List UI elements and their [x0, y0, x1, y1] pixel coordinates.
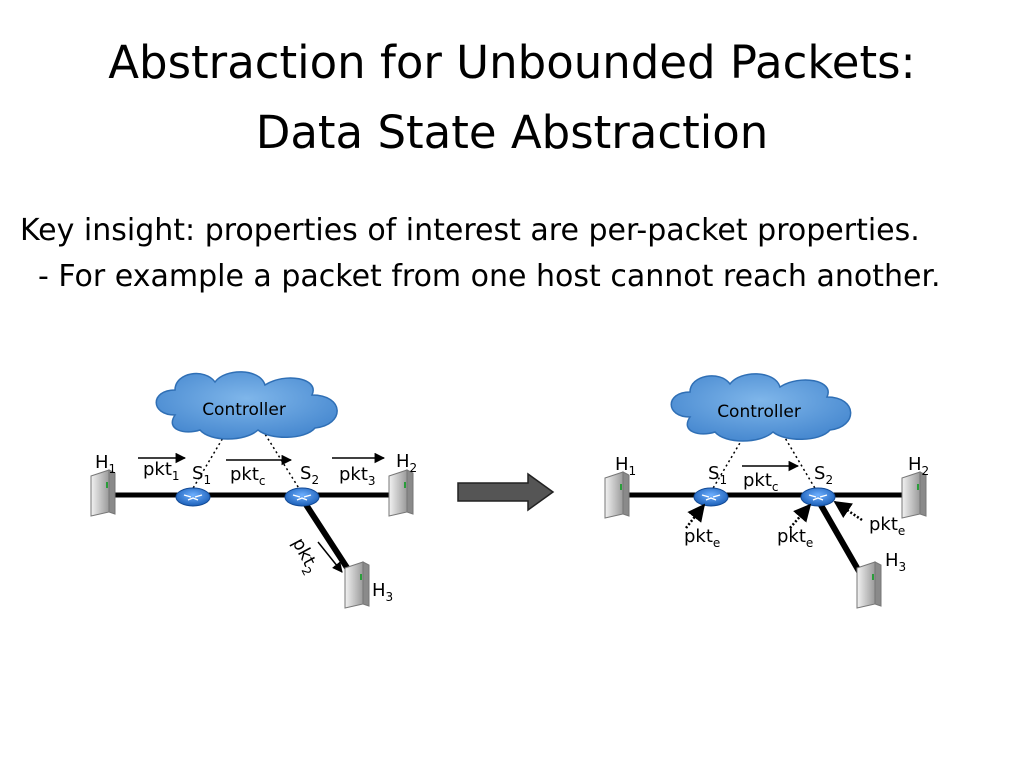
right-host-h3-server-icon — [856, 561, 882, 609]
right-pktc-label: pktc — [743, 470, 779, 494]
left-host-h2-label: H2 — [396, 451, 417, 475]
right-switch-s2-router-icon — [800, 487, 836, 507]
right-pkte-s2-right-arrow — [833, 500, 863, 522]
right-switch-s2-label: S2 — [814, 463, 833, 487]
left-pkt3-label: pkt3 — [339, 464, 376, 488]
right-controller-cloud-icon — [670, 373, 852, 442]
left-switch-s2-label: S2 — [300, 463, 319, 487]
slide-title-line-1: Abstraction for Unbounded Packets: — [108, 36, 916, 89]
left-pktc-label: pktc — [230, 464, 266, 488]
right-pkte-s2-label: pkte — [777, 526, 813, 550]
right-host-h1-label: H1 — [615, 454, 636, 478]
right-switch-s1-router-icon — [693, 487, 729, 507]
left-switch-s1-router-icon — [175, 487, 211, 507]
left-controller-cloud-icon — [155, 371, 338, 440]
left-link-s2-h3 — [300, 498, 358, 582]
key-insight-text: Key insight: properties of interest are … — [20, 213, 920, 248]
left-network: Controller H1 — [90, 371, 417, 609]
right-network: Controller H1 — [604, 373, 929, 609]
slide-title-line-2: Data State Abstraction — [255, 106, 769, 159]
transition-arrow-icon — [457, 472, 555, 512]
left-pkt2-label: pkt2 — [285, 534, 323, 578]
left-host-h2-server-icon — [388, 469, 414, 517]
network-diagram: Controller H1 — [90, 371, 929, 609]
right-host-h2-label: H2 — [908, 454, 929, 478]
insight-example-text: - For example a packet from one host can… — [38, 259, 941, 294]
right-pkte-s1-arrow — [685, 503, 706, 529]
left-host-h1-label: H1 — [95, 452, 116, 476]
left-controller-label: Controller — [202, 400, 286, 420]
right-pkte-h2-label: pkte — [869, 514, 905, 538]
left-pkt2-arrow — [317, 541, 343, 573]
right-pkte-s1-label: pkte — [684, 526, 720, 550]
left-host-h3-server-icon — [344, 561, 370, 609]
left-host-h3-label: H3 — [372, 580, 393, 604]
right-switch-s1-label: S1 — [708, 463, 727, 487]
right-link-s2-h3 — [815, 498, 867, 582]
right-pkte-s2-arrow — [789, 503, 812, 529]
right-host-h3-label: H3 — [885, 550, 906, 574]
left-pkt1-label: pkt1 — [143, 459, 180, 483]
right-host-h2-server-icon — [901, 471, 927, 519]
right-host-h1-server-icon — [604, 471, 630, 519]
left-host-h1-server-icon — [90, 469, 116, 517]
left-switch-s1-label: S1 — [192, 463, 211, 487]
left-switch-s2-router-icon — [284, 487, 320, 507]
right-controller-label: Controller — [717, 402, 801, 422]
